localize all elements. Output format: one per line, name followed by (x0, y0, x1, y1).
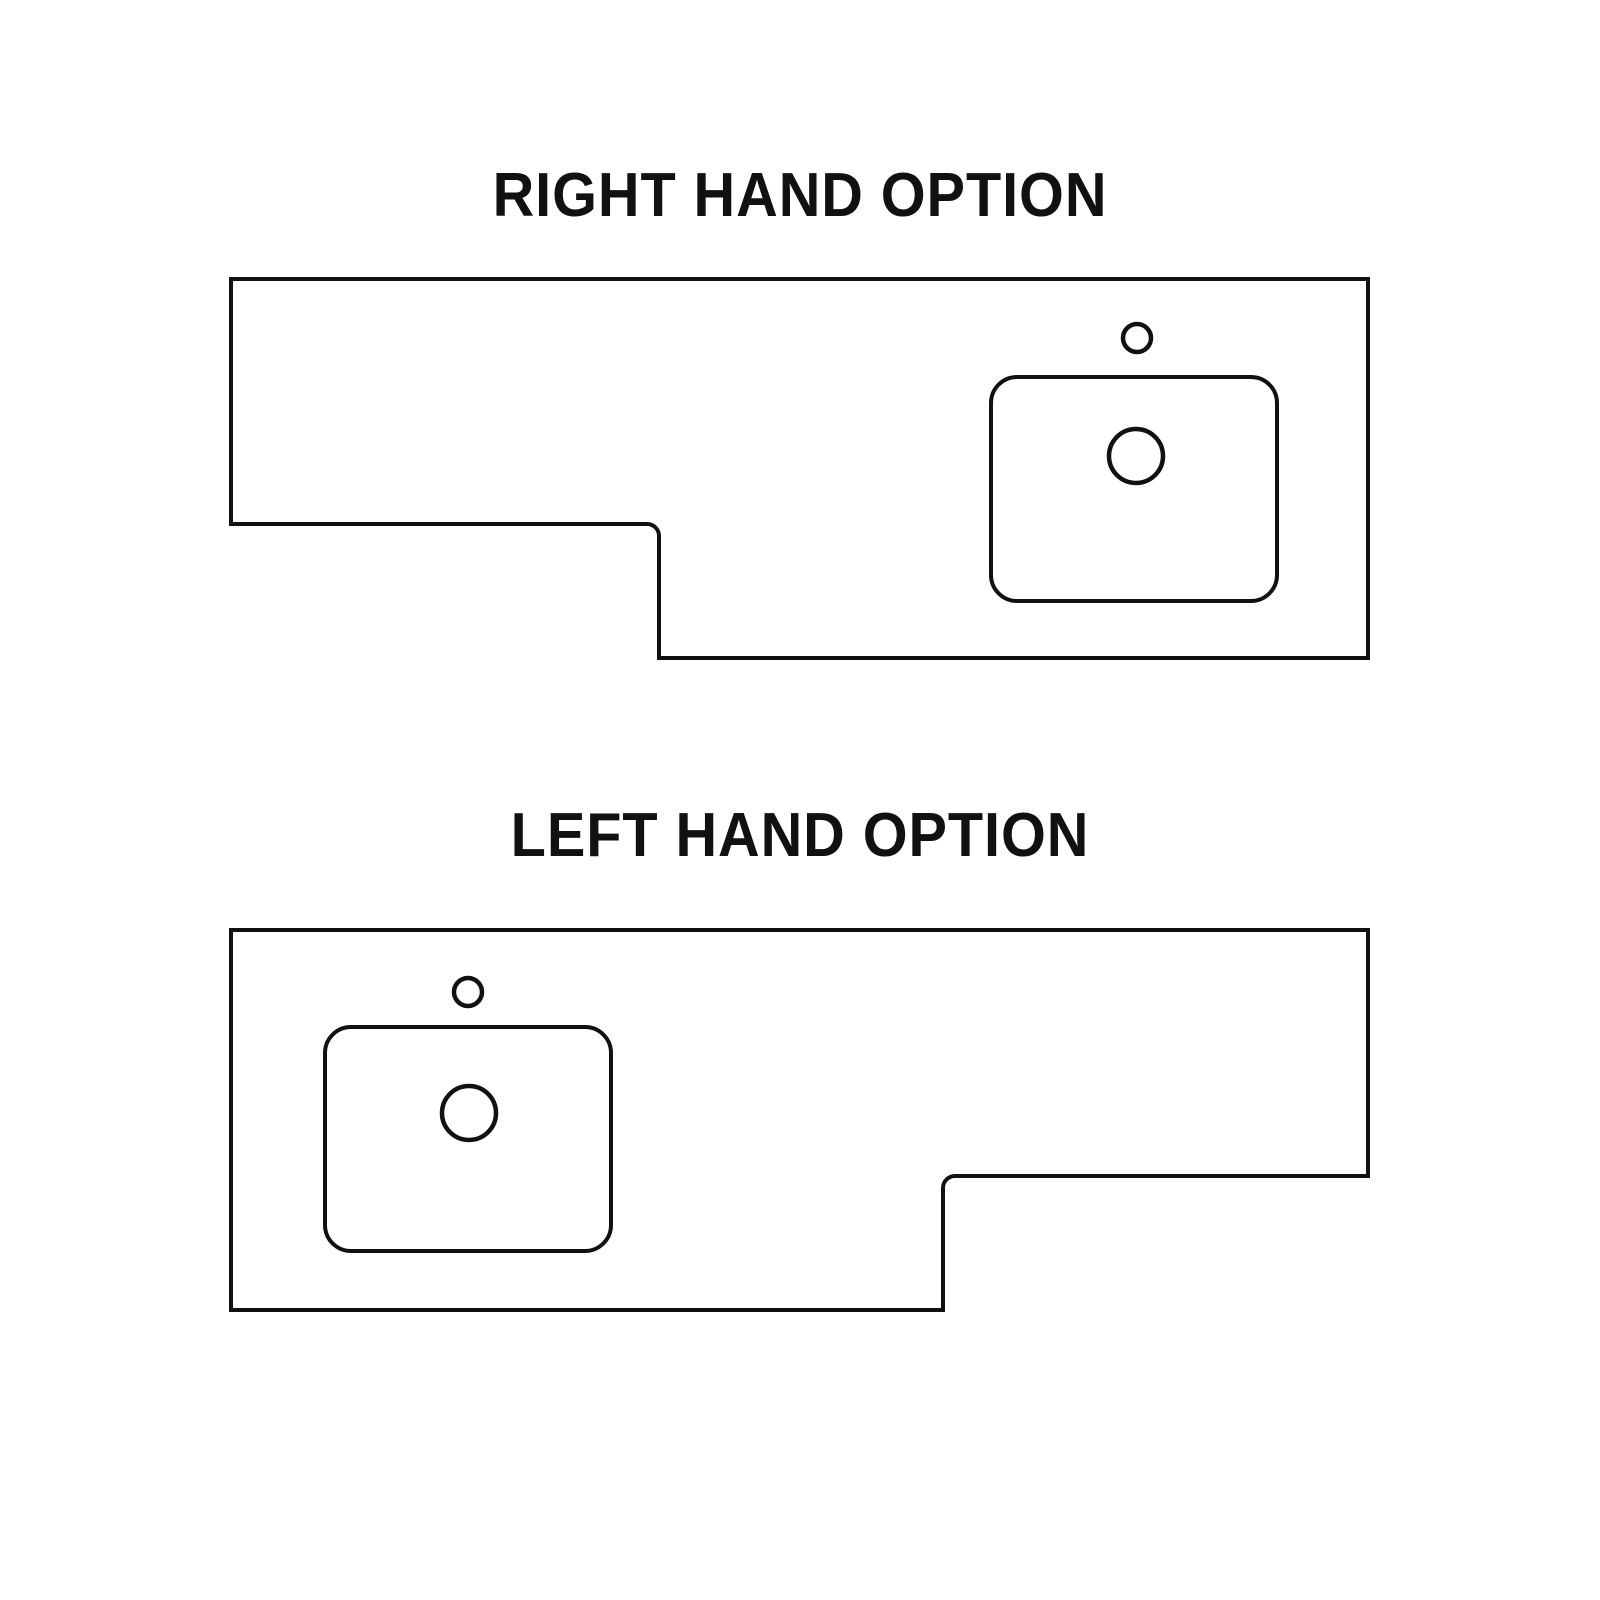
right-hand-option-title: RIGHT HAND OPTION (492, 161, 1108, 230)
drain-hole-right-hand (1106, 426, 1166, 486)
countertop-outline-right-hand (229, 277, 1370, 660)
tap-hole-left-hand (451, 975, 485, 1009)
tap-hole-right-hand (1120, 321, 1154, 355)
left-hand-option-title: LEFT HAND OPTION (510, 801, 1090, 870)
basin-outline-left-hand (323, 1025, 613, 1253)
drain-hole-left-hand (439, 1083, 499, 1143)
basin-outline-right-hand (989, 375, 1279, 603)
